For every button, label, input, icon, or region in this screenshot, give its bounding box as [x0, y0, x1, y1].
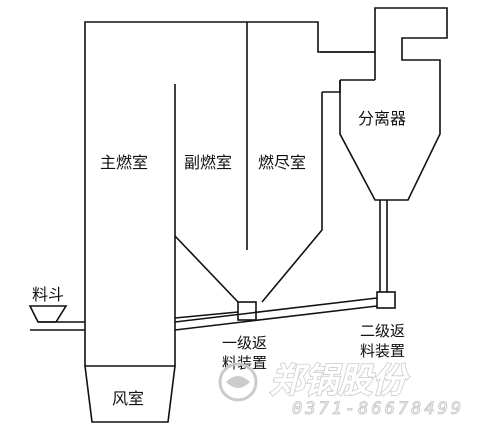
watermark: 郑锅股份 0371-86678499 [218, 360, 464, 420]
watermark-brand: 郑锅股份 [270, 361, 410, 401]
burnout-chamber-right-wall [261, 92, 323, 303]
separator-body [339, 52, 441, 201]
secondary-return-label-line1: 二级返 [360, 322, 405, 340]
secondary-chamber-label: 副燃室 [184, 153, 232, 172]
wind-chamber-label: 风室 [112, 389, 144, 408]
primary-return-box [237, 301, 257, 321]
burnout-chamber-label: 燃尽室 [258, 153, 306, 172]
separator-label: 分离器 [358, 109, 406, 128]
hopper-label: 料斗 [32, 285, 64, 304]
burnout-outlet-top [322, 80, 341, 93]
watermark-logo-swoosh [226, 376, 250, 388]
primary-return-pipe [174, 311, 239, 319]
wind-chamber [84, 365, 176, 423]
secondary-return-label-line2: 料装置 [360, 342, 405, 360]
furnace-outline [84, 7, 448, 320]
secondary-hopper-left [174, 235, 239, 303]
secondary-return-box [376, 291, 396, 309]
primary-return-label-line2: 料装置 [222, 354, 267, 372]
feed-hopper [28, 305, 68, 323]
return-pipe-upper [174, 297, 378, 323]
return-pipe-lower [174, 305, 378, 331]
primary-return-label-line1: 一级返 [222, 334, 267, 352]
watermark-logo-icon [218, 362, 258, 402]
main-chamber-label: 主燃室 [100, 153, 148, 172]
watermark-phone: 0371-86678499 [292, 399, 464, 419]
